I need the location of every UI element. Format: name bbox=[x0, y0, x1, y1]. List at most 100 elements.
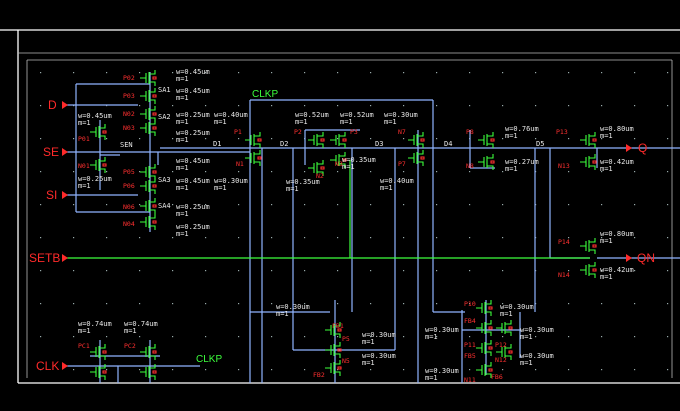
grid-dot bbox=[469, 105, 471, 107]
grid-dot bbox=[304, 72, 306, 74]
grid-dot bbox=[469, 369, 471, 371]
grid-dot bbox=[40, 138, 42, 140]
transistor-symbol bbox=[140, 364, 157, 380]
svg-text:m=1: m=1 bbox=[505, 132, 518, 140]
dev-p14: P14 bbox=[558, 238, 570, 246]
dev-n11: N11 bbox=[464, 376, 476, 384]
grid-dot bbox=[40, 270, 42, 272]
port-setb[interactable]: SETB bbox=[29, 251, 60, 265]
dev-n2: N2 bbox=[316, 172, 324, 180]
grid-dot bbox=[370, 204, 372, 206]
grid-dot bbox=[73, 237, 75, 239]
transistor-symbol bbox=[140, 198, 157, 214]
grid-dot bbox=[106, 138, 108, 140]
net-clkp-top: CLKP bbox=[252, 89, 278, 100]
grid-dots bbox=[40, 72, 669, 371]
svg-text:w=0.25um: w=0.25um bbox=[176, 203, 210, 211]
port-d[interactable]: D bbox=[48, 98, 57, 112]
port-arrows bbox=[62, 101, 632, 370]
svg-text:m=1: m=1 bbox=[176, 164, 189, 172]
transistor-symbol bbox=[90, 124, 107, 140]
dev-p3: P3 bbox=[350, 128, 358, 136]
transistor-symbol bbox=[140, 178, 157, 194]
transistor-symbol bbox=[496, 320, 513, 336]
transistor-symbol bbox=[580, 238, 597, 254]
grid-dot bbox=[271, 72, 273, 74]
grid-dot bbox=[634, 204, 636, 206]
transistor-symbol bbox=[90, 344, 107, 360]
grid-dot bbox=[469, 270, 471, 272]
grid-dot bbox=[337, 237, 339, 239]
grid-dot bbox=[601, 171, 603, 173]
grid-dot bbox=[304, 369, 306, 371]
svg-text:m=1: m=1 bbox=[78, 327, 91, 335]
svg-text:m=1: m=1 bbox=[176, 184, 189, 192]
svg-text:w=0.42um: w=0.42um bbox=[600, 158, 634, 166]
grid-dot bbox=[601, 138, 603, 140]
svg-text:m=1: m=1 bbox=[176, 136, 189, 144]
svg-text:m=1: m=1 bbox=[500, 310, 513, 318]
dev-fb1: FB1 bbox=[332, 322, 344, 330]
port-se[interactable]: SE bbox=[43, 145, 59, 159]
grid-dot bbox=[436, 237, 438, 239]
port-si[interactable]: SI bbox=[46, 188, 57, 202]
grid-dot bbox=[568, 204, 570, 206]
port-q[interactable]: Q bbox=[638, 141, 647, 155]
grid-dot bbox=[205, 336, 207, 338]
grid-dot bbox=[271, 303, 273, 305]
grid-dot bbox=[370, 270, 372, 272]
svg-text:w=0.30um: w=0.30um bbox=[520, 352, 554, 360]
dev-fb6: FB6 bbox=[491, 373, 503, 381]
svg-text:m=1: m=1 bbox=[286, 185, 299, 193]
grid-dot bbox=[502, 72, 504, 74]
svg-text:m=1: m=1 bbox=[176, 118, 189, 126]
port-qn[interactable]: QN bbox=[637, 251, 655, 265]
port-clk[interactable]: CLK bbox=[36, 359, 59, 373]
grid-dot bbox=[139, 171, 141, 173]
grid-dot bbox=[667, 270, 669, 272]
grid-dot bbox=[568, 303, 570, 305]
grid-dot bbox=[304, 270, 306, 272]
grid-dot bbox=[238, 303, 240, 305]
svg-text:w=0.52um: w=0.52um bbox=[340, 111, 374, 119]
grid-dot bbox=[667, 336, 669, 338]
dev-n8: N8 bbox=[466, 162, 474, 170]
transistor-symbol bbox=[408, 150, 425, 166]
grid-dot bbox=[370, 303, 372, 305]
grid-dot bbox=[535, 369, 537, 371]
transistor-symbol bbox=[478, 132, 495, 148]
grid-dot bbox=[436, 270, 438, 272]
grid-dot bbox=[271, 270, 273, 272]
grid-dot bbox=[667, 171, 669, 173]
grid-dot bbox=[172, 72, 174, 74]
dev-p01: P01 bbox=[78, 135, 90, 143]
svg-text:w=0.25um: w=0.25um bbox=[78, 175, 112, 183]
grid-dot bbox=[535, 138, 537, 140]
transistors bbox=[90, 70, 597, 380]
grid-dot bbox=[40, 105, 42, 107]
grid-dot bbox=[139, 336, 141, 338]
dev-n01: N01 bbox=[78, 162, 90, 170]
svg-text:w=0.25um: w=0.25um bbox=[176, 111, 210, 119]
svg-text:m=1: m=1 bbox=[214, 184, 227, 192]
grid-dot bbox=[370, 138, 372, 140]
grid-dot bbox=[172, 237, 174, 239]
grid-dot bbox=[106, 237, 108, 239]
grid-dot bbox=[469, 171, 471, 173]
dev-pc1: PC1 bbox=[78, 342, 90, 350]
grid-dot bbox=[601, 303, 603, 305]
grid-dot bbox=[40, 336, 42, 338]
grid-dot bbox=[106, 270, 108, 272]
grid-dot bbox=[436, 105, 438, 107]
grid-dot bbox=[337, 204, 339, 206]
svg-text:w=0.45um: w=0.45um bbox=[176, 177, 210, 185]
svg-text:w=0.45um: w=0.45um bbox=[78, 112, 112, 120]
svg-text:w=0.74um: w=0.74um bbox=[124, 320, 158, 328]
dev-p10: P10 bbox=[464, 300, 476, 308]
svg-text:m=1: m=1 bbox=[600, 165, 613, 173]
svg-text:w=0.45um: w=0.45um bbox=[176, 87, 210, 95]
grid-dot bbox=[601, 72, 603, 74]
dev-n14: N14 bbox=[558, 271, 570, 279]
svg-text:m=1: m=1 bbox=[425, 374, 438, 382]
